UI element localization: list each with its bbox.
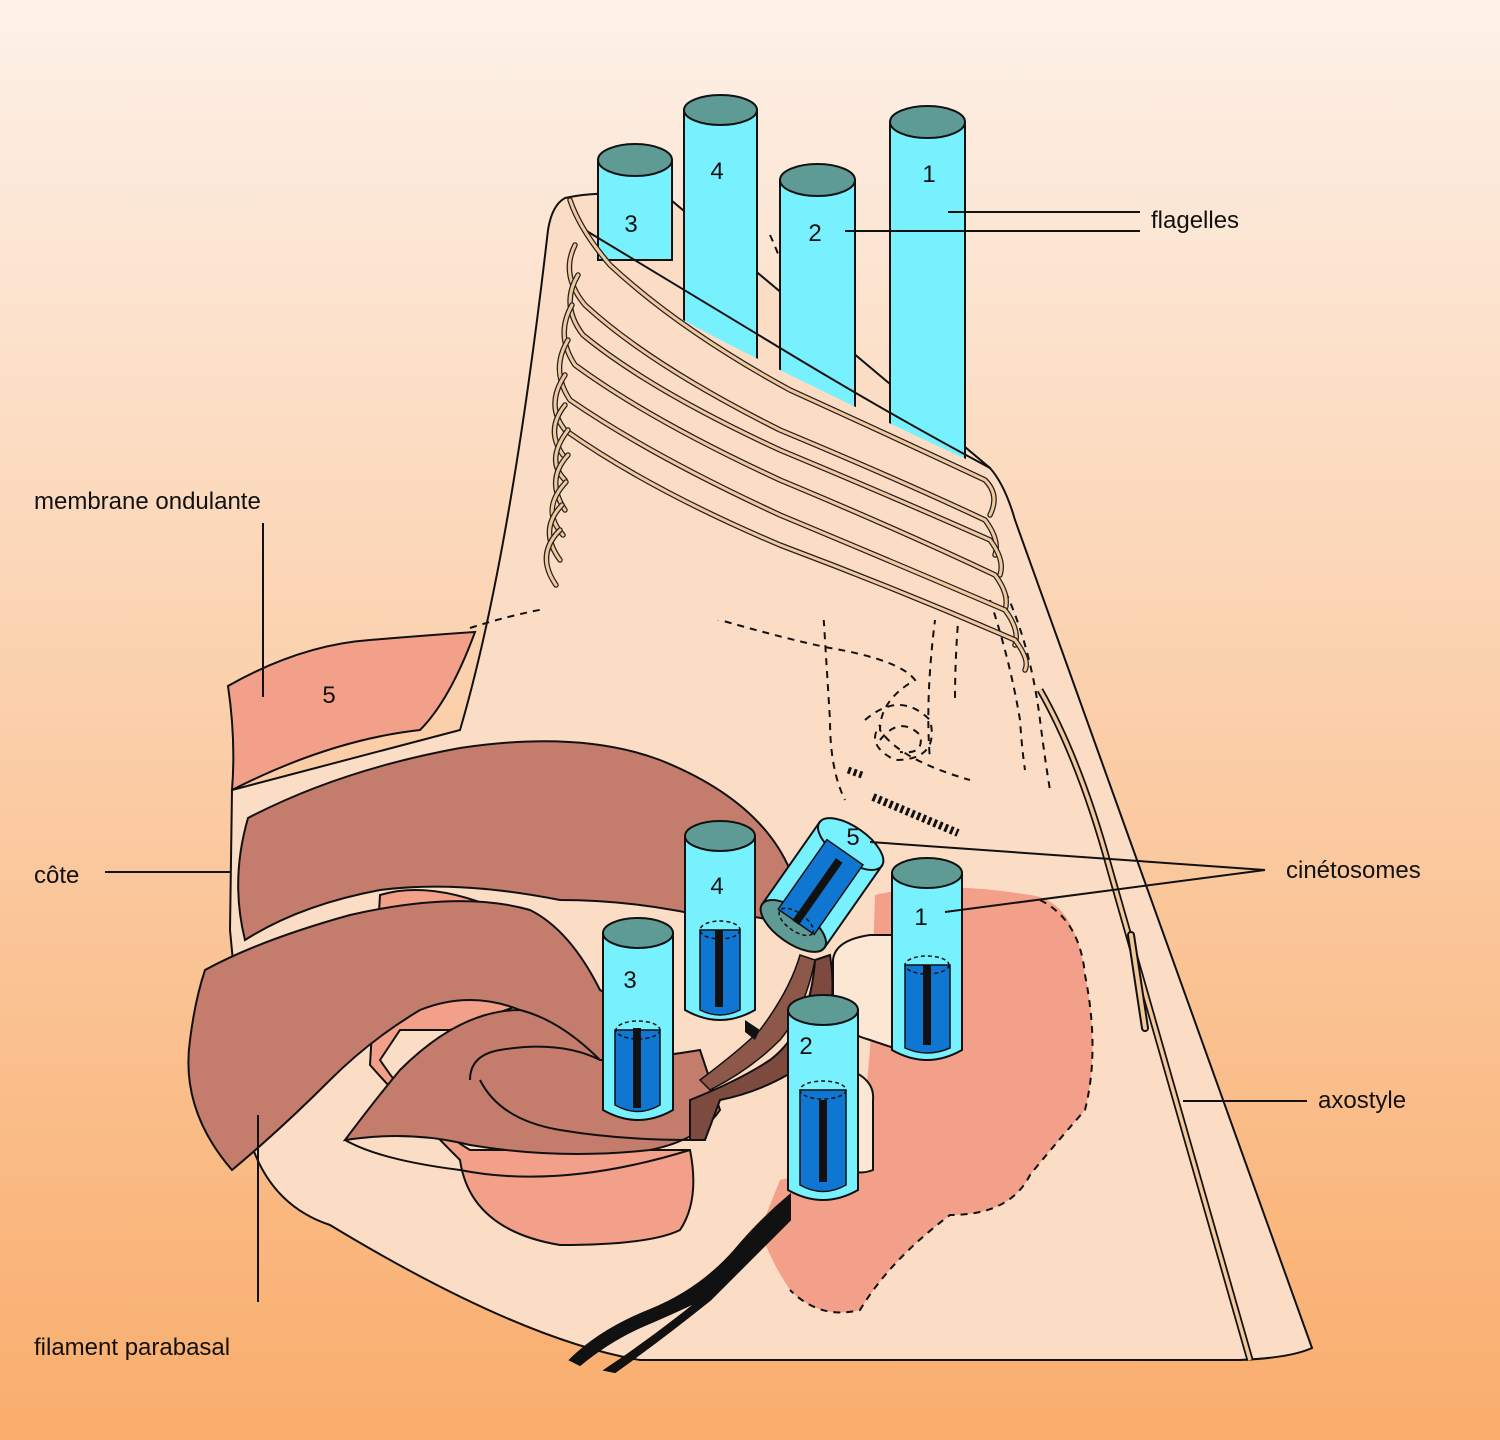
label-parabasal-filament: filament parabasal [34, 1334, 230, 1361]
pelta-dashed-edge [789, 899, 1094, 1314]
kinetosome-4: 4 [684, 820, 756, 1021]
dashed-line-d [989, 599, 1026, 771]
parabasal-filament [568, 1192, 791, 1374]
parabasal-filament-top [745, 1020, 760, 1040]
kinetosome-5 [759, 817, 885, 953]
kinetosomes-leader-2 [944, 869, 1266, 913]
label-flagella: flagelles [1151, 207, 1239, 234]
flagellum-3: 3 [597, 143, 673, 261]
kinetosome-1: 1 [891, 857, 963, 1061]
fibril-hatch-a [846, 766, 864, 779]
label-kinetosomes: cinétosomes [1286, 857, 1421, 884]
kinetosome-number: 2 [799, 1033, 812, 1060]
costa-stroke [344, 1139, 691, 1178]
cell-surface-edge [584, 229, 991, 469]
kinetosomes-leader-1 [869, 841, 1266, 871]
label-costa: côte [34, 862, 79, 889]
pelta-membrane-right [760, 887, 1093, 1313]
parabasal-body [689, 953, 834, 1141]
flagellum-number: 2 [808, 220, 821, 247]
label-undulating-membrane: membrane ondulante [34, 488, 261, 515]
kinetosome-number: 1 [914, 904, 927, 931]
axostyle-core [1038, 689, 1252, 1361]
flagellum-number: 3 [624, 211, 637, 238]
kinetosome-number: 4 [710, 873, 723, 900]
flagellum-number: 1 [922, 161, 935, 188]
kinetosome-3: 3 [602, 917, 674, 1121]
undulating-membrane: 5 [226, 630, 477, 792]
nucleus-curl-inner [879, 725, 922, 754]
axostyle-rod-core [1129, 933, 1147, 1030]
kinetosome-number: 5 [846, 824, 859, 851]
costa-spiral-line [469, 1045, 691, 1141]
nucleus-curl [864, 704, 933, 762]
kinetosome-number: 3 [623, 967, 636, 994]
label-axostyle: axostyle [1318, 1087, 1406, 1114]
nucleus-outline [469, 600, 971, 781]
membrane-number: 5 [322, 682, 335, 709]
dashed-line-c [999, 579, 1051, 791]
flagellum-4: 4 [683, 94, 758, 361]
flagellum-number: 4 [710, 158, 723, 185]
membrane-fibers [543, 197, 1029, 673]
costa-lower [187, 900, 641, 1172]
kinetosome-2: 2 [787, 994, 859, 1201]
flagellum-1: 1 [889, 105, 966, 461]
